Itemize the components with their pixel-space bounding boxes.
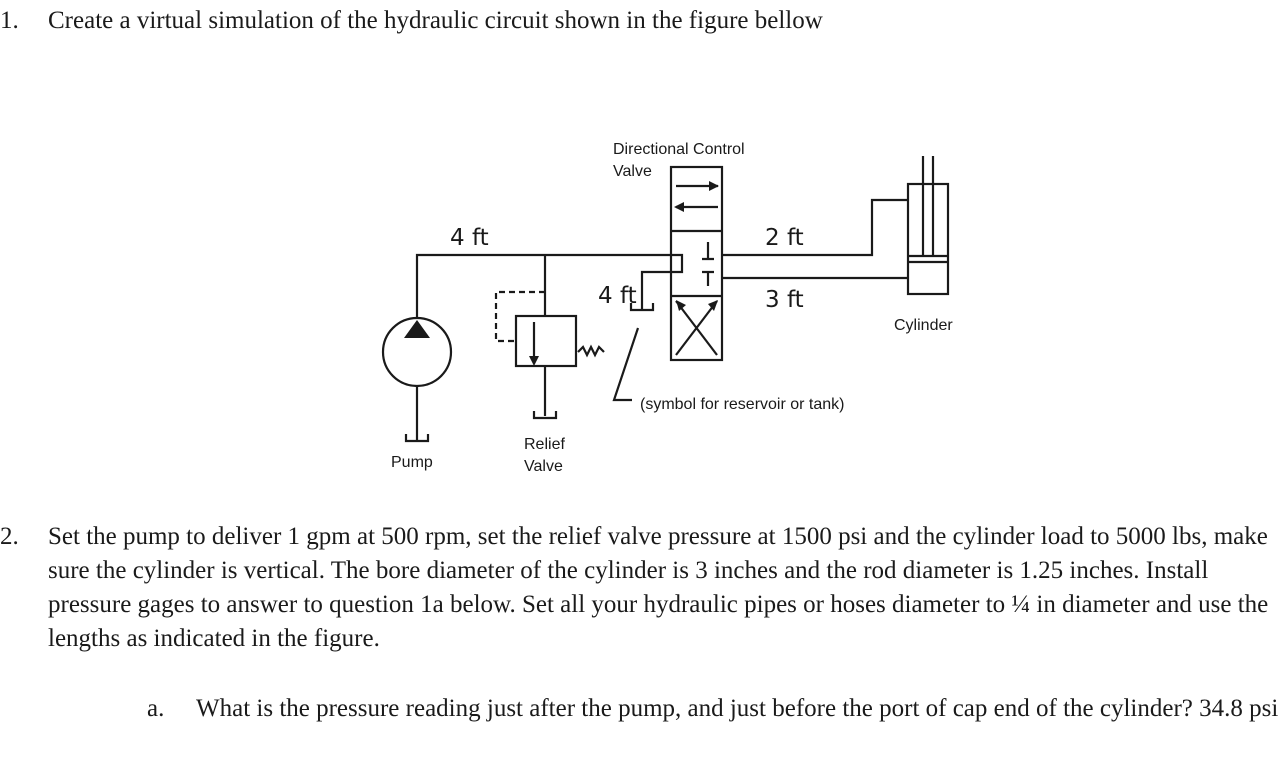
tank-note: (symbol for reservoir or tank) bbox=[640, 396, 845, 413]
dcv-envelope bbox=[669, 165, 724, 362]
relief-pilot-line bbox=[494, 290, 545, 343]
dcv-crossed-arrow-2 bbox=[675, 300, 718, 356]
pump-label: Pump bbox=[391, 454, 433, 471]
pump-triangle bbox=[404, 320, 430, 338]
dcv-blocked-port-1 bbox=[702, 242, 714, 261]
length-tank-line: 4 ft bbox=[598, 283, 637, 309]
dcv-label-line2: Valve bbox=[613, 163, 652, 180]
cap-end-line bbox=[722, 198, 908, 257]
cylinder-label: Cylinder bbox=[894, 317, 953, 334]
relief-label-line2: Valve bbox=[524, 458, 563, 475]
length-pump-line: 4 ft bbox=[450, 225, 489, 251]
sub-question-letter: a. bbox=[147, 695, 165, 722]
length-cap-line: 2 ft bbox=[765, 225, 804, 251]
dcv-tank-symbol bbox=[629, 303, 655, 312]
question-text: Set the pump to deliver 1 gpm at 500 rpm… bbox=[48, 523, 1269, 652]
relief-valve-symbol bbox=[514, 314, 578, 368]
dcv-blocked-port-2 bbox=[702, 270, 714, 286]
length-rod-line: 3 ft bbox=[765, 287, 804, 313]
question-number: 2. bbox=[0, 523, 19, 550]
question-text: Create a virtual simulation of the hydra… bbox=[48, 7, 823, 34]
dcv-label-line1: Directional Control bbox=[613, 141, 745, 158]
pump-tank-symbol bbox=[404, 434, 430, 443]
cylinder-rod bbox=[921, 156, 935, 256]
question-number: 1. bbox=[0, 7, 19, 34]
relief-spring-icon bbox=[577, 344, 605, 358]
cylinder-body bbox=[906, 182, 950, 296]
relief-tank-symbol bbox=[532, 411, 558, 420]
pump-pressure-line bbox=[415, 253, 684, 318]
relief-label-line1: Relief bbox=[524, 436, 565, 453]
tank-pointer-line bbox=[612, 327, 640, 402]
sub-question-text: What is the pressure reading just after … bbox=[196, 695, 1279, 722]
